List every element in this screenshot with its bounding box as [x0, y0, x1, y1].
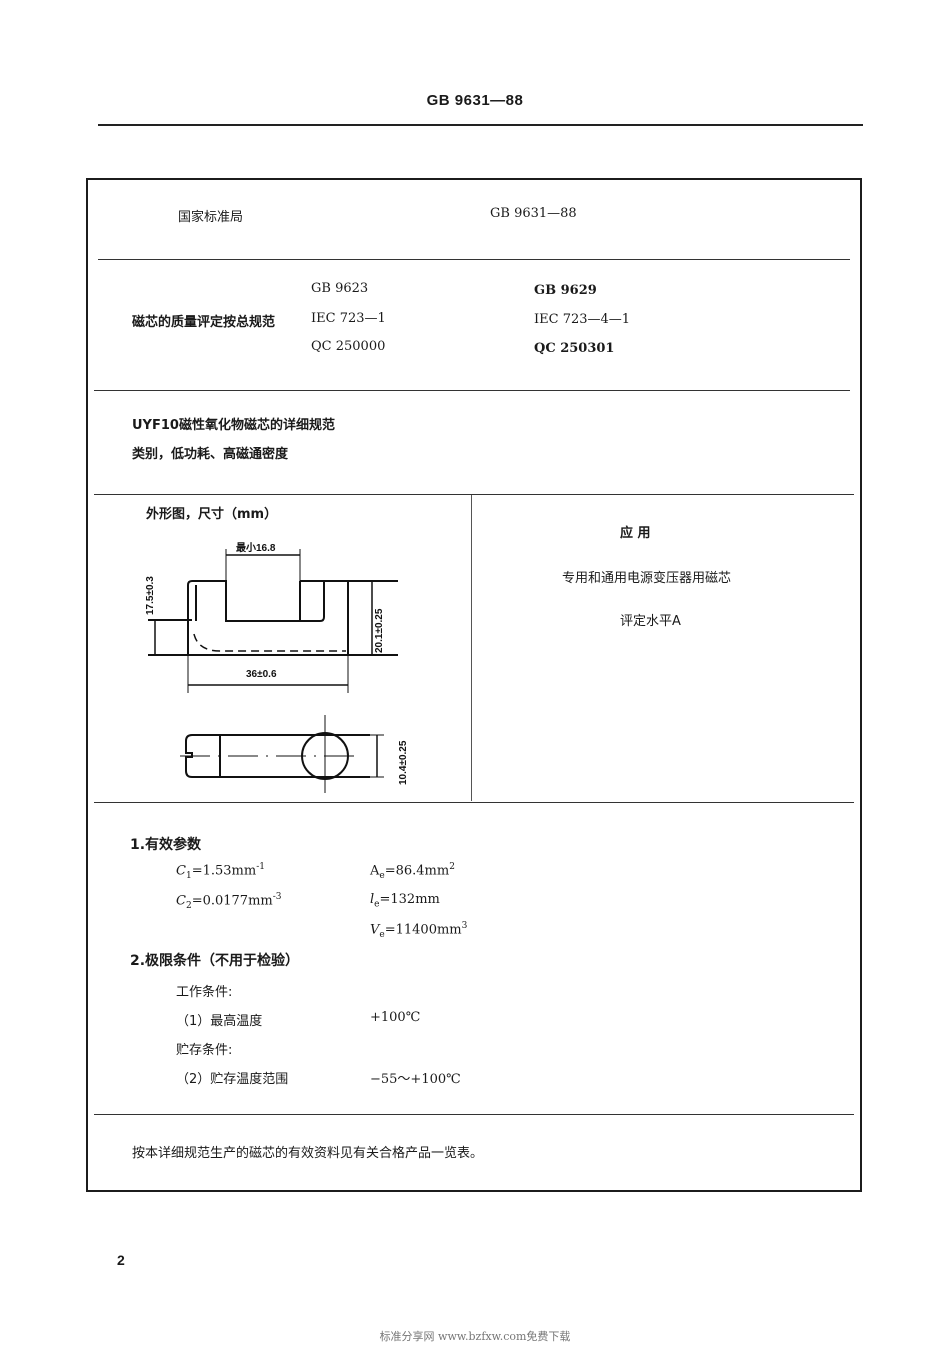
- divider-3: [94, 494, 854, 495]
- svg-text:20.1±0.25: 20.1±0.25: [374, 608, 385, 653]
- issuer-label: 国家标准局: [178, 210, 244, 225]
- param-subscript: e: [379, 929, 385, 940]
- spec-title: UYF10磁性氧化物磁芯的详细规范: [132, 418, 335, 433]
- param-value: =11400mm: [384, 922, 462, 938]
- svg-text:36±0.6: 36±0.6: [246, 669, 277, 680]
- header-rule: [98, 124, 863, 126]
- param-value: =1.53mm: [191, 863, 257, 879]
- param-subscript: e: [379, 870, 385, 881]
- param-symbol: C: [176, 863, 186, 879]
- param-c1: C1=1.53mm-1: [176, 862, 265, 881]
- param-c2: C2=0.0177mm-3: [176, 892, 282, 911]
- param-superscript: -3: [272, 892, 282, 902]
- params-heading: 1.有效参数: [130, 837, 202, 853]
- ref-standard: QC 250301: [534, 341, 615, 356]
- limits-heading: 2.极限条件（不用于检验）: [130, 953, 300, 969]
- ref-standard: GB 9623: [311, 281, 369, 296]
- param-ae: Ae=86.4mm2: [370, 862, 455, 881]
- max-temp-label: （1）最高温度: [176, 1014, 263, 1029]
- param-value: =0.0177mm: [191, 893, 273, 909]
- core-outline-drawing: 最小16.8 36±0.6 17.5±0.3 20.1±0.25 10.4±0.…: [145, 541, 409, 793]
- application-heading: 应 用: [620, 526, 651, 541]
- spec-category: 类别，低功耗、高磁通密度: [132, 447, 289, 462]
- max-temp-value: +100℃: [370, 1010, 421, 1025]
- svg-text:10.4±0.25: 10.4±0.25: [398, 740, 409, 785]
- param-superscript: -1: [256, 862, 265, 872]
- drawing-title: 外形图，尺寸（mm）: [146, 507, 278, 522]
- standard-number: GB 9631—88: [490, 206, 577, 221]
- param-subscript: 1: [185, 870, 192, 881]
- param-symbol: A: [370, 863, 380, 879]
- storage-conditions-label: 贮存条件:: [176, 1043, 233, 1058]
- page-number: 2: [117, 1252, 125, 1268]
- ref-standard: IEC 723—1: [311, 311, 386, 326]
- availability-note: 按本详细规范生产的磁芯的有效资料见有关合格产品一览表。: [132, 1146, 484, 1161]
- param-superscript: 3: [461, 921, 468, 931]
- application-usage: 专用和通用电源变压器用磁芯: [562, 571, 732, 586]
- spec-frame: [86, 178, 862, 1192]
- assessment-level: 评定水平A: [620, 614, 681, 629]
- ref-standard: GB 9629: [534, 283, 597, 298]
- storage-temp-value: −55～+100℃: [370, 1072, 461, 1087]
- divider-1: [98, 259, 850, 260]
- param-le: le=132mm: [370, 892, 440, 910]
- param-value: =132mm: [379, 892, 440, 907]
- divider-4: [94, 802, 854, 803]
- vertical-divider: [471, 495, 472, 801]
- general-spec-label: 磁芯的质量评定按总规范: [132, 315, 276, 330]
- ref-standard: QC 250000: [311, 339, 386, 354]
- param-value: =86.4mm: [384, 863, 450, 879]
- divider-2: [94, 390, 850, 391]
- svg-text:17.5±0.3: 17.5±0.3: [145, 576, 156, 615]
- watermark: 标准分享网 www.bzfxw.com免费下载: [379, 1330, 571, 1343]
- param-symbol: C: [176, 893, 186, 909]
- working-conditions-label: 工作条件:: [176, 985, 233, 1000]
- param-superscript: 2: [449, 862, 455, 872]
- param-symbol: l: [370, 892, 375, 907]
- divider-5: [94, 1114, 854, 1115]
- param-symbol: V: [370, 922, 380, 938]
- storage-temp-label: （2）贮存温度范围: [176, 1072, 289, 1087]
- svg-text:最小16.8: 最小16.8: [236, 541, 276, 554]
- param-subscript: 2: [185, 900, 192, 911]
- param-subscript: e: [374, 899, 380, 910]
- page-header-title: GB 9631—88: [426, 92, 524, 109]
- ref-standard: IEC 723—4—1: [534, 312, 631, 327]
- param-ve: Ve=11400mm3: [370, 921, 467, 940]
